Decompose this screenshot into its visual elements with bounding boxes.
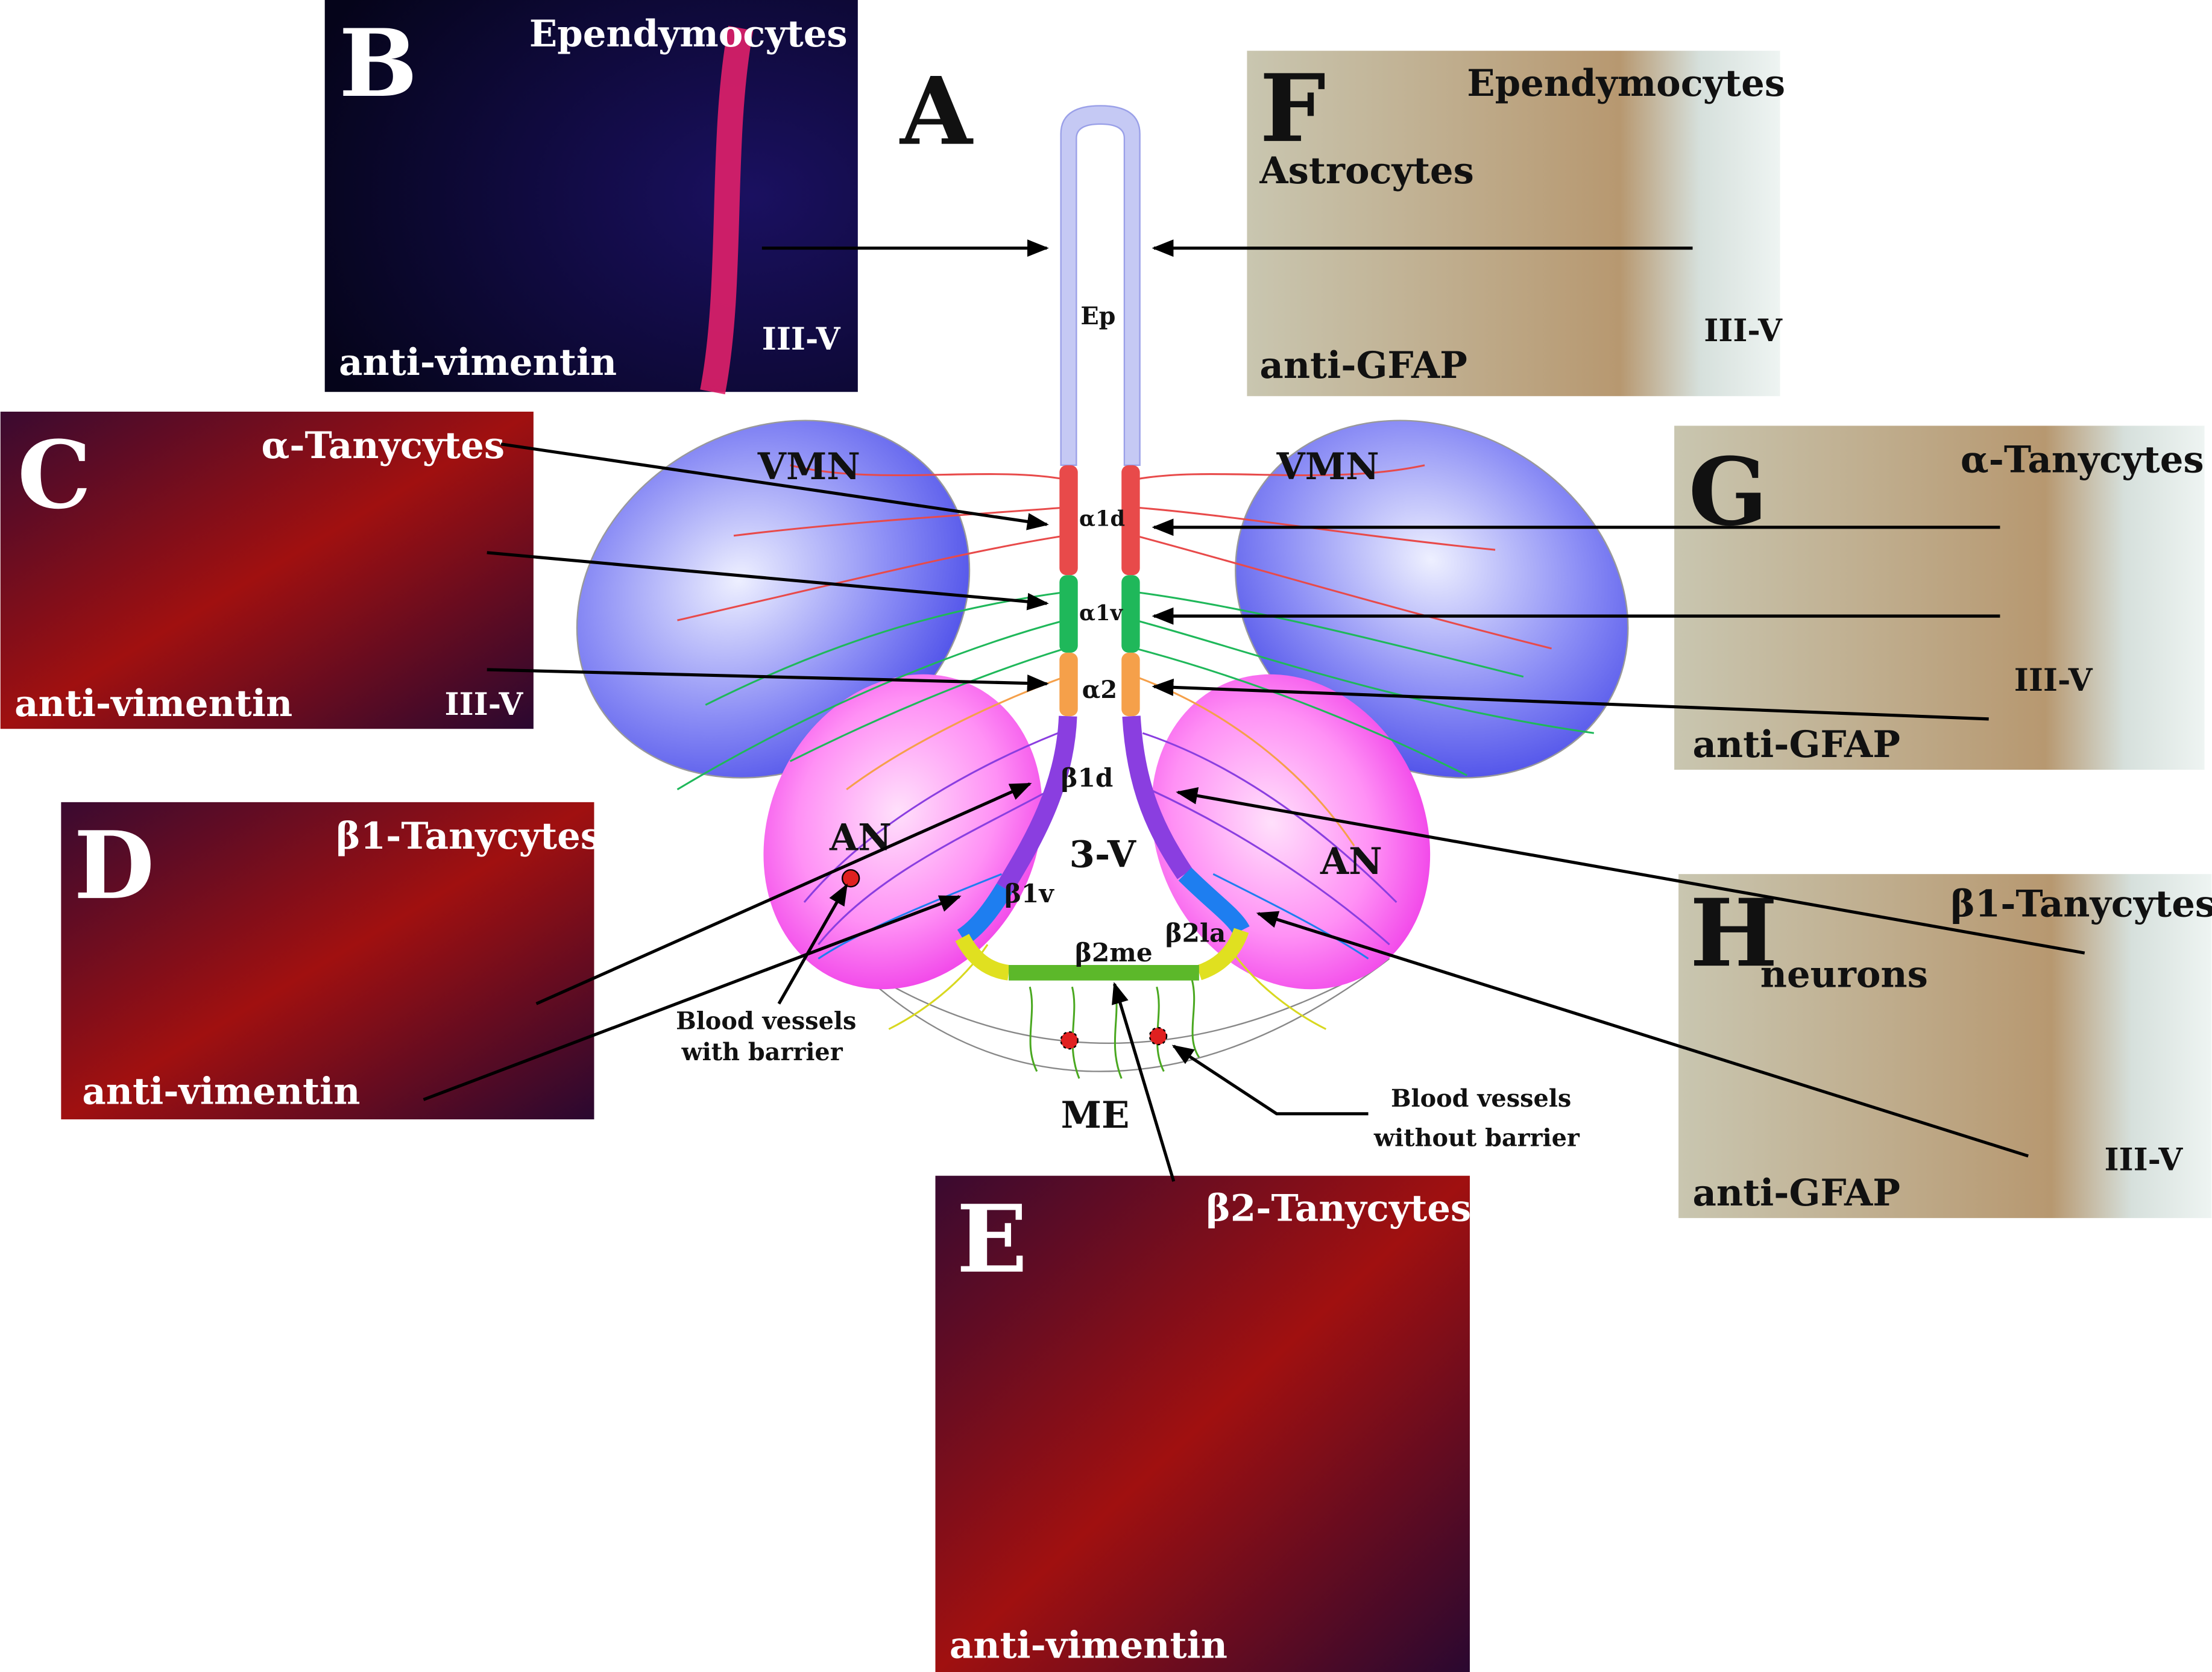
panel-c-stain: anti-vimentin (14, 682, 292, 725)
panel-d-title: β1-Tanycytes (336, 815, 601, 858)
panel-c-region: III-V (445, 687, 524, 723)
label-a1d: α1d (1079, 506, 1125, 531)
label-me: ME (1061, 1094, 1130, 1137)
label-bv-barrier-2: with barrier (681, 1039, 843, 1066)
panel-c: C α-Tanycytes anti-vimentin III-V (0, 411, 534, 729)
panel-b: B Ependymocytes anti-vimentin III-V (324, 0, 858, 395)
label-vmn-right: VMN (1276, 445, 1379, 488)
panel-h: H β1-Tanycytes neurons anti-GFAP III-V (1678, 874, 2212, 1218)
label-an-right: AN (1320, 840, 1382, 883)
diagram-a: A Ep (576, 57, 1629, 1152)
panel-f-astrocytes: Astrocytes (1259, 149, 1473, 192)
panel-f: F Ependymocytes Astrocytes anti-GFAP III… (1247, 51, 1785, 397)
label-b2me: β2me (1075, 937, 1153, 967)
panel-e-stain: anti-vimentin (950, 1624, 1227, 1667)
panel-d-stain: anti-vimentin (82, 1070, 360, 1113)
label-vmn-left: VMN (757, 445, 860, 488)
label-bv-barrier-1: Blood vessels (676, 1007, 856, 1035)
panel-h-title: β1-Tanycytes (1951, 882, 2212, 925)
label-ep: Ep (1080, 303, 1115, 330)
label-b1v: β1v (1004, 878, 1054, 908)
panel-c-title: α-Tanycytes (261, 424, 505, 467)
panel-letter-c: C (17, 421, 92, 530)
panel-e: E β2-Tanycytes anti-vimentin (935, 1175, 1472, 1672)
panel-h-neurons: neurons (1760, 953, 1928, 996)
panel-f-stain: anti-GFAP (1259, 344, 1467, 387)
panel-e-title: β2-Tanycytes (1206, 1187, 1472, 1230)
panel-f-region: III-V (1704, 313, 1783, 349)
blood-vessel-icon (1060, 1031, 1079, 1050)
label-bv-nobarrier-2: without barrier (1373, 1125, 1580, 1152)
panel-g-stain: anti-GFAP (1693, 723, 1900, 766)
panel-f-title: Ependymocytes (1467, 62, 1785, 105)
panel-h-region: III-V (2104, 1142, 2183, 1178)
panel-g: G α-Tanycytes anti-GFAP III-V (1674, 426, 2205, 770)
panel-letter-a: A (899, 57, 974, 166)
label-bv-nobarrier-1: Blood vessels (1391, 1085, 1571, 1113)
blood-vessel-icon (841, 869, 860, 888)
panel-b-region: III-V (762, 321, 841, 357)
label-b1d: β1d (1061, 762, 1114, 793)
connector-arrows (423, 239, 2085, 1182)
panel-letter-f: F (1259, 54, 1326, 163)
label-a2: α2 (1082, 676, 1117, 704)
ependymal-layer (1060, 105, 1141, 467)
label-3v: 3-V (1070, 833, 1137, 876)
panel-letter-d: D (74, 811, 154, 920)
panel-letter-b: B (339, 9, 417, 118)
panel-b-title: Ependymocytes (529, 13, 848, 55)
panel-b-stain: anti-vimentin (339, 341, 617, 384)
label-b2la: β2la (1165, 917, 1226, 948)
panel-h-stain: anti-GFAP (1693, 1172, 1900, 1215)
panel-g-region: III-V (2014, 662, 2093, 699)
blood-vessel-icon (1149, 1026, 1168, 1046)
panel-g-title: α-Tanycytes (1961, 439, 2204, 482)
tanycyte-cells (955, 465, 1250, 981)
label-an-left: AN (829, 816, 892, 859)
panel-letter-e: E (957, 1185, 1028, 1294)
panel-letter-g: G (1688, 438, 1768, 547)
panel-d: D β1-Tanycytes anti-vimentin (61, 802, 601, 1120)
label-a1v: α1v (1079, 601, 1123, 626)
